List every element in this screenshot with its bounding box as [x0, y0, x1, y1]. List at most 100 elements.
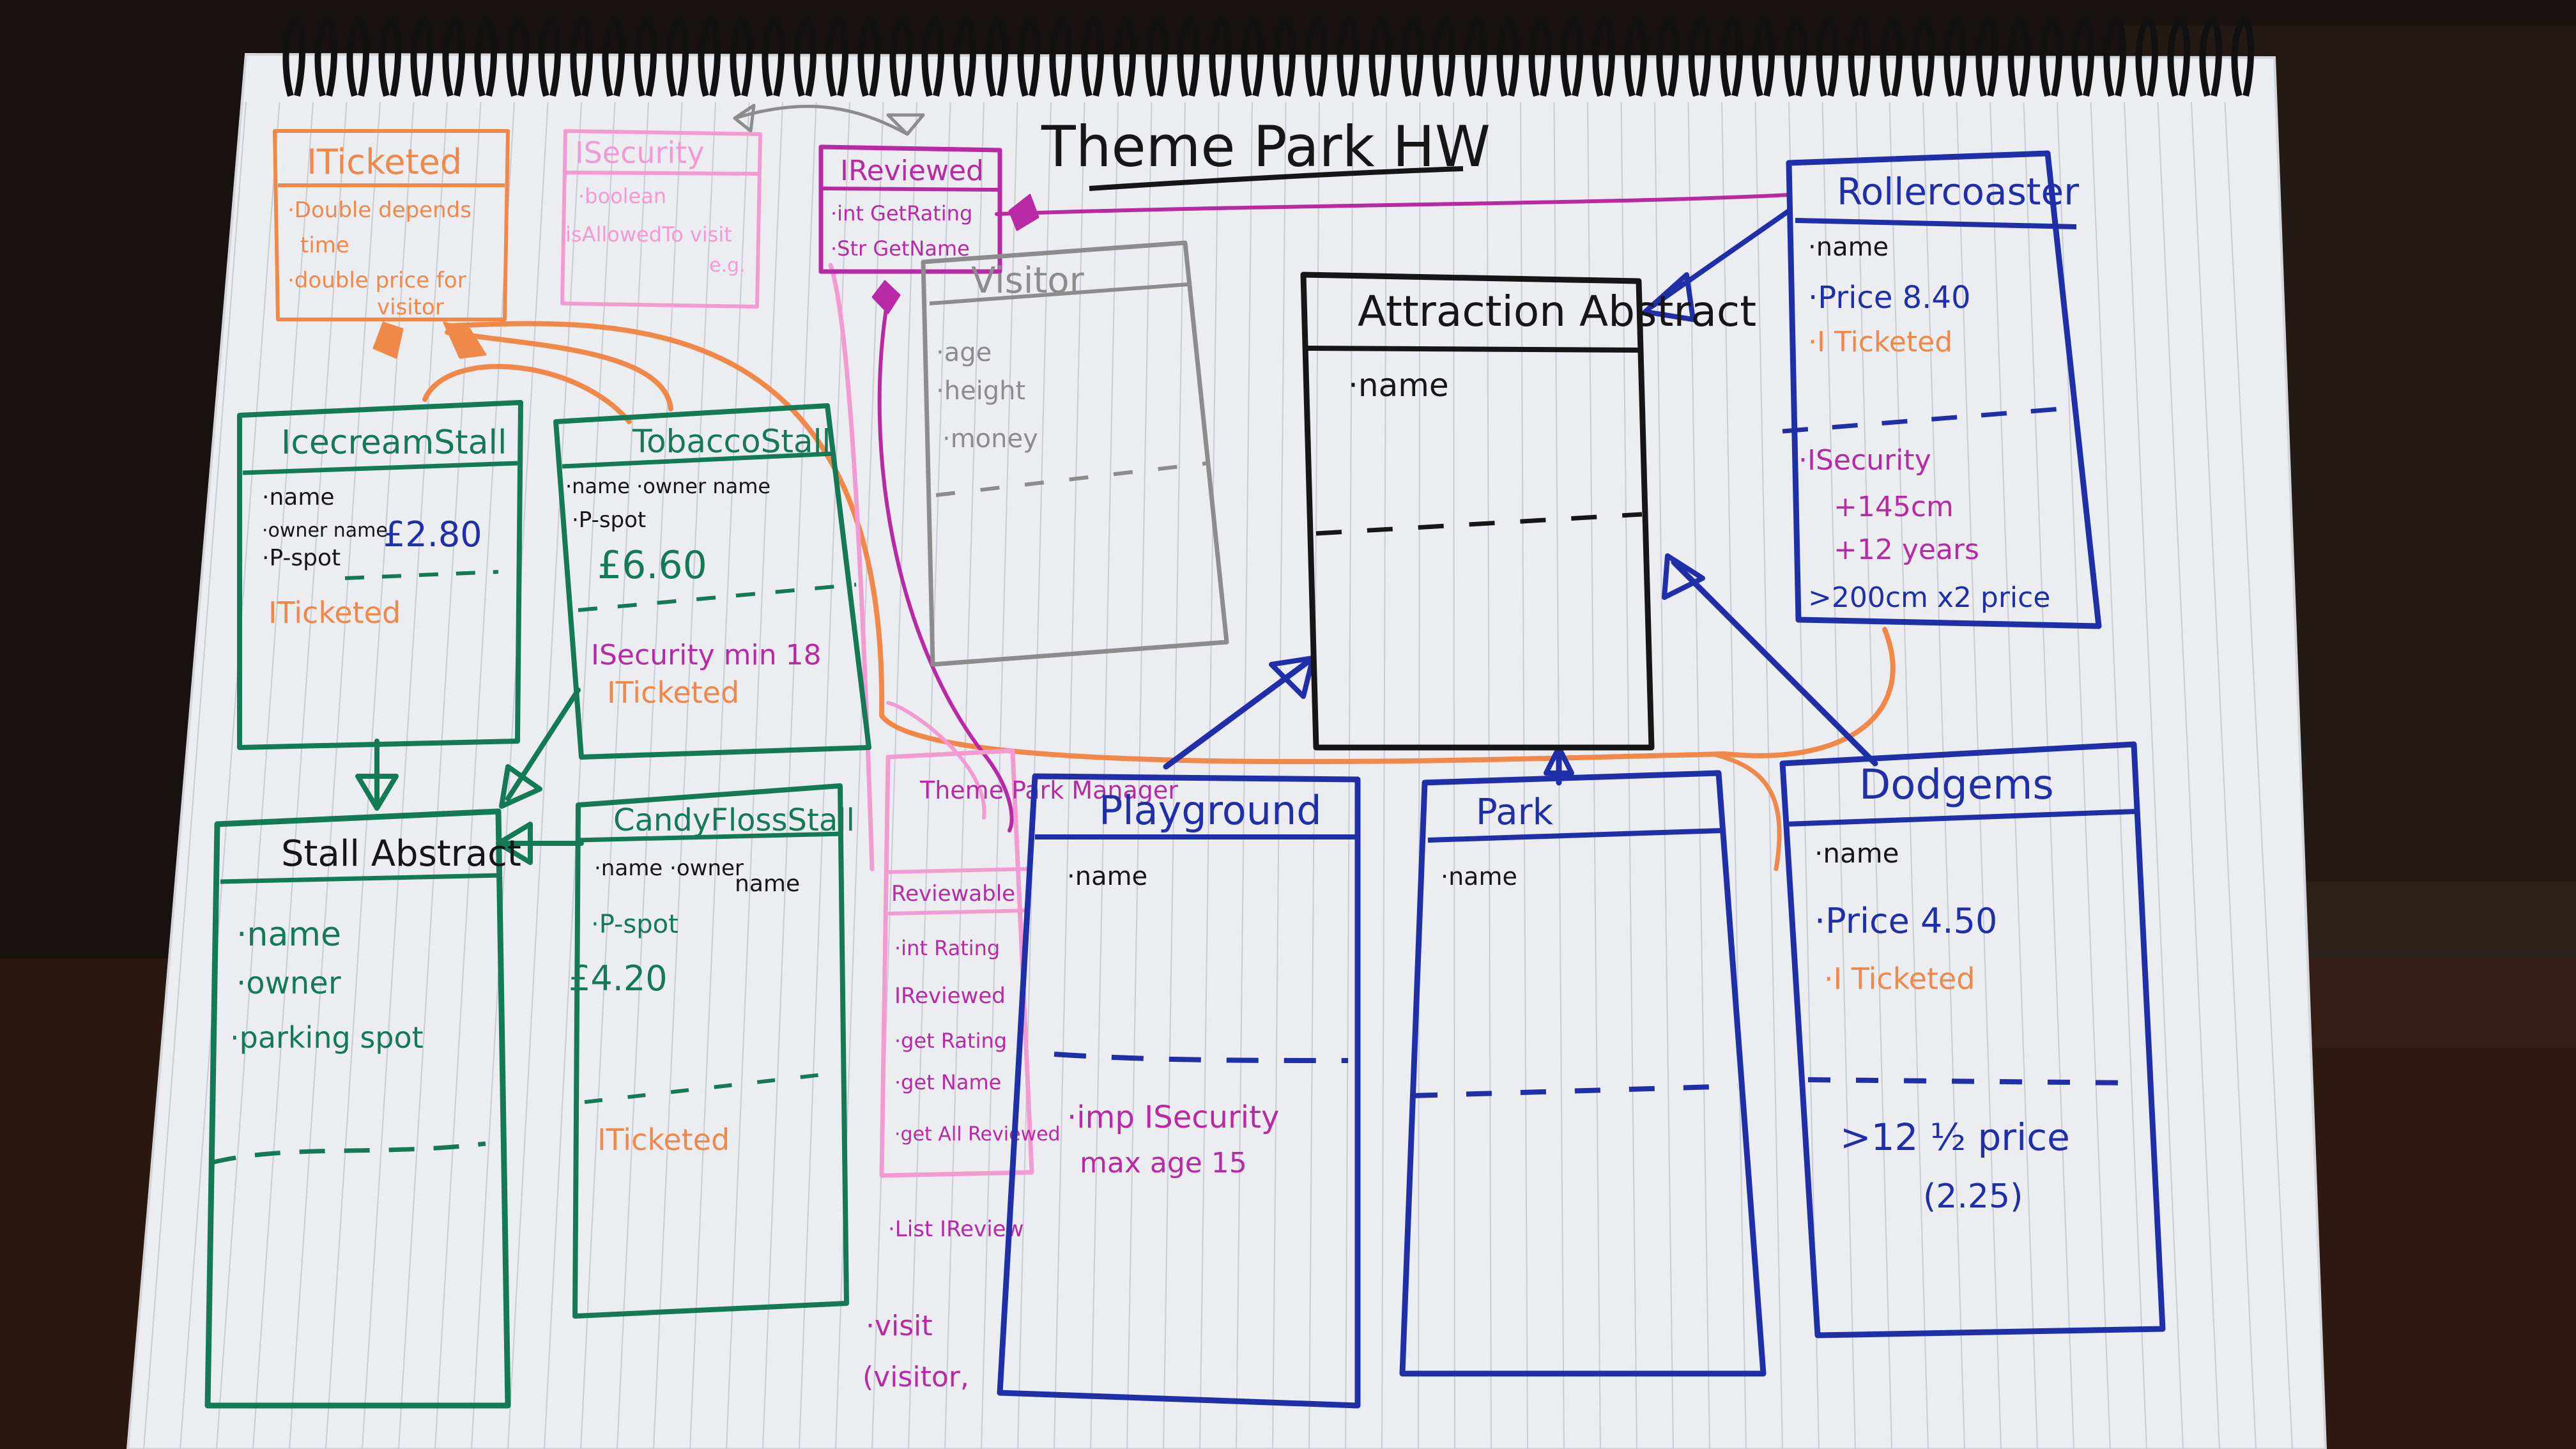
spiral-ring: [1784, 15, 1807, 97]
orange-link-iticketed-icecream: [422, 364, 632, 424]
tobaccostall-line-1: ·name ·owner name: [565, 474, 770, 498]
spiral-ring: [378, 15, 401, 97]
arrowhead-playground: [1269, 656, 1315, 699]
dodgems-line-5: (2.25): [1923, 1177, 2023, 1216]
spiral-ring: [1049, 15, 1072, 97]
spiral-ring: [1305, 15, 1328, 97]
icecreamstall-line-4: ITicketed: [268, 595, 401, 630]
park-box: Park ·name: [1399, 770, 1767, 1377]
spiral-ring: [762, 15, 785, 97]
rollercoaster-line-1: ·name: [1808, 233, 1889, 262]
ruled-line: [2090, 102, 2147, 1449]
playground-line-3: max age 15: [1080, 1147, 1247, 1179]
ruled-line: [289, 102, 381, 1449]
spiral-ring: [730, 15, 753, 97]
themepark-line-8: ·visit: [866, 1310, 933, 1342]
spiral-ring: [1720, 15, 1743, 97]
icecreamstall-title: IcecreamStall: [281, 424, 507, 462]
iticketed-box: ITicketed ·Double depends time ·double p…: [273, 129, 510, 321]
ireviewed-box: IReviewed ·int GetRating ·Str GetName: [818, 144, 1002, 274]
attraction-title: Attraction Abstract: [1358, 287, 1756, 336]
icecreamstall-price: £2.80: [383, 514, 482, 555]
icecreamstall-line-3: ·P-spot: [262, 545, 341, 571]
icecreamstall-line-1: ·name: [262, 484, 335, 510]
ruled-line: [1308, 102, 1320, 1449]
spiral-ring: [570, 15, 593, 97]
stallabstract-line-3: ·parking spot: [230, 1020, 424, 1055]
spiral-ring: [1943, 15, 1966, 97]
ruled-line: [2224, 102, 2293, 1449]
dodgems-line-1: ·name: [1814, 838, 1899, 869]
grey-arrow-isecurity-ireviewed: [733, 104, 909, 136]
themepark-title: Theme Park Manager: [919, 776, 1178, 804]
dodgems-line-3: ·I Ticketed: [1824, 962, 1975, 996]
spiral-ring: [1880, 15, 1903, 97]
spiral-ring: [282, 15, 305, 97]
spiral-ring: [698, 15, 721, 97]
title-underline: [1089, 166, 1464, 191]
iticketed-line-3: ·double price for: [288, 268, 466, 293]
spiral-ring: [1912, 15, 1935, 97]
spiral-ring: [1688, 15, 1711, 97]
dodgems-box: Dodgems ·name ·Price 4.50 ·I Ticketed >1…: [1779, 741, 2166, 1338]
isecurity-line-3: e.g.: [709, 254, 746, 277]
playground-box: Playground ·name ·imp ISecurity max age …: [997, 773, 1361, 1409]
spiral-ring: [2071, 15, 2094, 97]
iticketed-title: ITicketed: [307, 142, 462, 182]
spiral-ring: [1177, 15, 1200, 97]
orange-link-dodgems: [1710, 751, 1782, 871]
candyfloss-line-2: name: [735, 871, 800, 897]
ruled-line: [689, 102, 750, 1449]
candyfloss-box: CandyFlossStall ·name ·owner name ·P-spo…: [569, 783, 855, 1319]
magenta-link-ireviewed-manager: [877, 295, 1014, 832]
grey-arrowhead-left: [733, 103, 756, 133]
spiral-ring: [921, 15, 944, 97]
pink-link-playground: [886, 701, 986, 820]
ruled-line: [1754, 102, 1783, 1449]
spiral-ring: [602, 15, 625, 97]
themepark-line-7: ·List IReview: [888, 1216, 1023, 1242]
playground-line-1: ·name: [1067, 862, 1147, 891]
spiral-ring: [1400, 15, 1423, 97]
orange-marker-left: [372, 321, 404, 359]
ireviewed-title: IReviewed: [840, 155, 984, 187]
rollercoaster-line-2: ·Price 8.40: [1808, 280, 1970, 316]
ruled-line: [180, 102, 280, 1449]
spiral-ring: [2135, 15, 2158, 97]
tobaccostall-price: £6.60: [597, 543, 707, 588]
spiral-ring: [1432, 15, 1455, 97]
ruled-line: [653, 102, 716, 1449]
ruled-line: [362, 102, 448, 1449]
spiral-ring: [889, 15, 912, 97]
iticketed-line-4: visitor: [377, 295, 444, 320]
spiral-ring: [410, 15, 433, 97]
rollercoaster-line-7: >200cm x2 price: [1808, 581, 2050, 614]
candyfloss-price: £4.20: [569, 958, 668, 999]
ruled-line: [471, 102, 549, 1449]
ruled-line: [1453, 102, 1455, 1449]
ruled-line: [1272, 102, 1287, 1449]
spiral-ring: [1113, 15, 1136, 97]
arrowhead-roller: [1643, 272, 1696, 322]
spiral-ring: [793, 15, 816, 97]
ireviewed-line-2: ·Str GetName: [831, 236, 970, 261]
spiral-ring: [2231, 15, 2254, 97]
spiral-ring: [1560, 15, 1583, 97]
spiral-ring: [1081, 15, 1104, 97]
tobaccostall-title: TobaccoStall: [632, 423, 831, 460]
isecurity-box: ISecurity ·boolean isAllowedTo visit e.g…: [560, 129, 762, 309]
stallabstract-box: Stall Abstract ·name ·owner ·parking spo…: [204, 808, 521, 1409]
arrowhead-icecream: [355, 774, 399, 811]
spiral-ring: [314, 15, 337, 97]
spiral-ring: [1975, 15, 1998, 97]
stallabstract-line-1: ·name: [236, 916, 341, 954]
park-title: Park: [1476, 792, 1554, 833]
arrowhead-dodgems: [1662, 553, 1705, 600]
dodgems-title: Dodgems: [1859, 762, 2054, 809]
ruled-line: [1922, 102, 1965, 1449]
spiral-ring: [1752, 15, 1775, 97]
iticketed-line-2: time: [300, 233, 349, 258]
visitor-line-1: ·age: [936, 338, 992, 367]
ruled-line: [1989, 102, 2038, 1449]
orange-link-tobacco: [445, 330, 673, 411]
